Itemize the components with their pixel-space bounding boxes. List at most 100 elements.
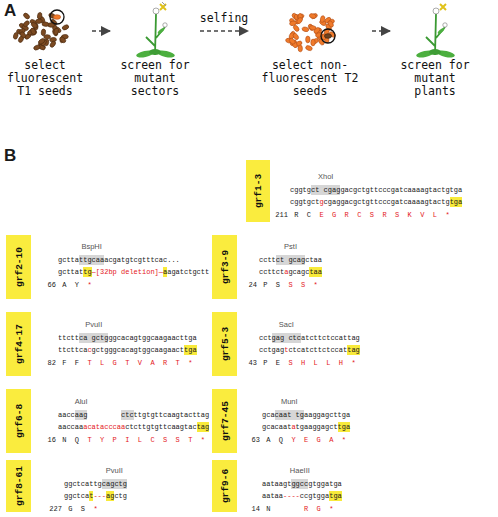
flower	[163, 23, 167, 27]
allele-tag: grf6-8	[6, 389, 31, 453]
restriction-site: ct cgag	[311, 185, 340, 195]
sequence: gacgctgttcccgatcaaaagtactgtga	[340, 185, 462, 195]
amino-acids: P S	[263, 280, 282, 290]
flower	[433, 8, 439, 14]
seed	[327, 20, 334, 28]
stop-codon: tga	[450, 197, 463, 207]
process-arrow	[200, 30, 248, 32]
panel-letter: B	[4, 146, 16, 166]
sequence: ccgtgga	[300, 491, 329, 501]
leaf	[437, 27, 445, 35]
seed	[311, 39, 316, 46]
plant-illustration	[416, 4, 456, 59]
process-arrow	[92, 30, 110, 32]
enzyme-name: BspHI	[81, 242, 101, 252]
seed	[302, 26, 310, 32]
sequence: aaccaa	[58, 422, 83, 432]
enzyme-name: MunI	[281, 397, 298, 407]
stop-codon: ag	[106, 491, 114, 501]
restriction-site: ct gcag	[276, 255, 305, 265]
sequence: tgaaggagct	[296, 422, 338, 432]
sequence: agatctgctt	[167, 267, 209, 277]
stop-codon: tga	[338, 422, 351, 432]
amino-acids: A Y	[62, 280, 81, 290]
plant-illustration	[136, 2, 176, 59]
mutation: a	[291, 422, 295, 432]
mutation: c	[87, 345, 91, 355]
seed	[30, 27, 38, 35]
sequence: ccttct	[259, 267, 284, 277]
seed	[35, 19, 42, 24]
residue-number: 82	[47, 358, 55, 368]
step-panel: select non-fluorescent T2 seeds	[249, 2, 371, 100]
seed	[37, 12, 42, 19]
seed	[49, 40, 57, 48]
amino-acids: F F	[62, 358, 81, 368]
residue-number: 63	[251, 435, 259, 445]
stop-codon: tga	[329, 491, 342, 501]
seed	[311, 37, 319, 45]
allele-name: grf9-6	[219, 469, 230, 503]
enzyme-name: PvuII	[106, 466, 123, 476]
sequence: gctta	[58, 255, 79, 265]
residue-number: 211	[275, 210, 288, 220]
allele-name: grf7-45	[219, 401, 230, 441]
mutant-sector	[162, 2, 166, 6]
leaf	[429, 49, 441, 55]
allele-tag: grf9-6	[212, 460, 237, 512]
seed	[292, 32, 300, 40]
changed-amino-acids: *	[87, 280, 93, 290]
mutant-flower	[440, 4, 446, 10]
seed	[53, 28, 59, 36]
seed	[19, 31, 27, 39]
allele-tag: grf3-9	[212, 235, 237, 299]
sequence: cggtg	[290, 185, 311, 195]
sequence: gcagc	[288, 267, 309, 277]
stop-codon: t	[89, 491, 93, 501]
seed	[23, 12, 31, 20]
sequence: cct	[259, 333, 272, 343]
amino-acids: P E	[263, 358, 282, 368]
step-caption: screen for mutant plants	[391, 59, 479, 98]
stop-codon: taa	[309, 267, 322, 277]
plant-stem	[426, 14, 445, 55]
mutation: acatacccaa	[83, 422, 125, 432]
amino-acids: A Q	[266, 435, 285, 445]
restriction-site: ctc	[121, 410, 134, 420]
allele-name: grf5-3	[219, 327, 230, 361]
allele-name: grf3-9	[219, 250, 230, 284]
plant-stem	[146, 14, 165, 55]
changed-amino-acids: Y E G A *	[291, 435, 348, 445]
step-caption: screen for mutant sectors	[111, 59, 199, 98]
mutation: t	[284, 345, 288, 355]
restriction-site: ggcc	[291, 479, 308, 489]
mutation: a	[284, 267, 288, 277]
sequence: aaggagcttga	[304, 410, 350, 420]
sequence: ctcttgtgttcaagtac	[125, 422, 196, 432]
amino-acids: R C	[294, 210, 313, 220]
seed	[30, 27, 37, 35]
stop-codon: tg	[83, 267, 91, 277]
changed-amino-acids: E G R C S R S K V L *	[319, 210, 451, 220]
seed	[13, 32, 19, 40]
changed-amino-acids: S S *	[288, 280, 320, 290]
sequence: gca	[262, 410, 275, 420]
stop-codon: tag	[347, 345, 360, 355]
stop-codon: a	[163, 267, 167, 277]
sequence: ttgtgttcaagtacttag	[134, 410, 210, 420]
seed	[292, 24, 300, 32]
seed	[61, 24, 69, 31]
sequence: cctgag	[259, 345, 284, 355]
amino-acids: N	[266, 504, 272, 514]
restriction-site: cagctg	[102, 479, 127, 489]
allele-name: grf4-17	[13, 324, 24, 364]
sequence: ggcacagtggcaagaacttga	[108, 333, 196, 343]
restriction-site: gag ctc	[272, 333, 301, 343]
amino-acids: N Q	[62, 435, 81, 445]
mutation: ----	[283, 491, 300, 501]
sequence: ctcatcttctccat	[288, 345, 347, 355]
enzyme-name: AluI	[75, 397, 88, 407]
seed	[52, 29, 59, 37]
sequence: aacc	[58, 410, 75, 420]
